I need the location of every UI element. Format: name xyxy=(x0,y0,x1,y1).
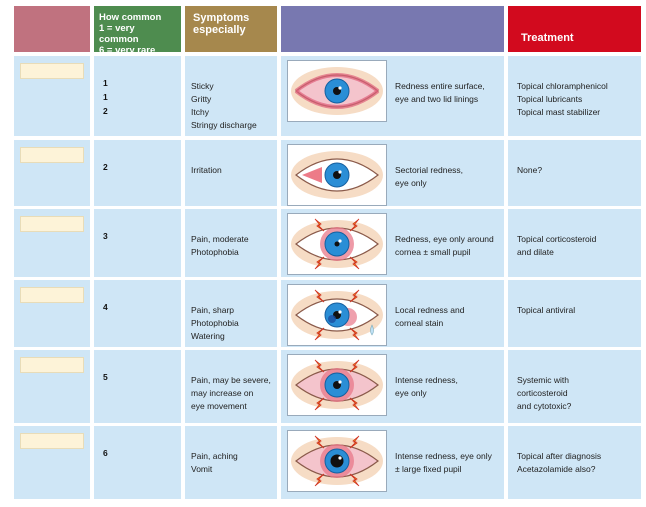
symptoms-cell: Sticky Gritty Itchy Stringy discharge xyxy=(185,56,277,136)
header-how-common: How common 1 = very common 6 = very rare xyxy=(94,6,181,56)
symptoms-text: Pain, may be severe, may increase on eye… xyxy=(191,375,271,411)
header-symptoms: Symptoms especially xyxy=(185,6,277,52)
eye-sectorial-redness-icon xyxy=(287,144,387,206)
sign-description: Intense redness, eye only xyxy=(395,375,458,398)
symptoms-text: Irritation xyxy=(191,165,222,175)
condition-label-blank xyxy=(20,433,84,449)
frequency-value: 1 1 2 xyxy=(103,78,108,116)
condition-label-blank xyxy=(20,357,84,373)
header-blank-cell xyxy=(14,6,90,52)
eye-intense-redness-icon xyxy=(287,354,387,416)
frequency-cell: 5 xyxy=(94,350,181,423)
sign-description: Redness entire surface, eye and two lid … xyxy=(395,81,485,104)
symptoms-cell: Pain, moderate Photophobia xyxy=(185,209,277,277)
symptoms-text: Pain, aching Vomit xyxy=(191,451,238,474)
illustration-cell: Local redness and corneal stain xyxy=(281,280,504,347)
symptoms-text: Pain, sharp Photophobia Watering xyxy=(191,305,239,341)
header-illustration-blank xyxy=(281,6,504,52)
row-label-cell xyxy=(14,209,90,277)
symptoms-text: Sticky Gritty Itchy Stringy discharge xyxy=(191,81,257,130)
symptoms-cell: Irritation xyxy=(185,140,277,206)
sign-description: Sectorial redness, eye only xyxy=(395,165,464,188)
condition-label-blank xyxy=(20,287,84,303)
sign-description: Intense redness, eye only ± large fixed … xyxy=(395,451,492,474)
treatment-text: Topical antiviral xyxy=(517,305,576,315)
frequency-cell: 6 xyxy=(94,426,181,499)
illustration-cell: Redness entire surface, eye and two lid … xyxy=(281,56,504,136)
illustration-cell: Sectorial redness, eye only xyxy=(281,140,504,206)
illustration-cell: Redness, eye only around cornea ± small … xyxy=(281,209,504,277)
treatment-text: Topical corticosteroid and dilate xyxy=(517,234,597,257)
eye-fixed-pupil-icon xyxy=(287,430,387,492)
treatment-text: None? xyxy=(517,165,543,175)
treatment-cell: None? xyxy=(508,140,641,206)
treatment-cell: Topical chloramphenicol Topical lubrican… xyxy=(508,56,641,136)
symptoms-text: Pain, moderate Photophobia xyxy=(191,234,249,257)
sign-description: Redness, eye only around cornea ± small … xyxy=(395,234,494,257)
row-label-cell xyxy=(14,350,90,423)
condition-label-blank xyxy=(20,216,84,232)
frequency-cell: 3 xyxy=(94,209,181,277)
treatment-text: Systemic with corticosteroid and cytotox… xyxy=(517,375,572,411)
row-label-cell xyxy=(14,140,90,206)
sign-description: Local redness and corneal stain xyxy=(395,305,465,328)
treatment-text: Topical chloramphenicol Topical lubrican… xyxy=(517,81,608,117)
frequency-value: 5 xyxy=(103,372,108,382)
frequency-value: 3 xyxy=(103,231,108,241)
symptoms-cell: Pain, may be severe, may increase on eye… xyxy=(185,350,277,423)
treatment-cell: Topical after diagnosis Acetazolamide al… xyxy=(508,426,641,499)
eye-diffuse-redness-icon xyxy=(287,60,387,122)
frequency-value: 4 xyxy=(103,302,108,312)
row-label-cell xyxy=(14,56,90,136)
illustration-cell: Intense redness, eye only ± large fixed … xyxy=(281,426,504,499)
frequency-cell: 2 xyxy=(94,140,181,206)
frequency-cell: 1 1 2 xyxy=(94,56,181,136)
symptoms-cell: Pain, sharp Photophobia Watering xyxy=(185,280,277,347)
illustration-cell: Intense redness, eye only xyxy=(281,350,504,423)
treatment-text: Topical after diagnosis Acetazolamide al… xyxy=(517,451,602,474)
row-label-cell xyxy=(14,426,90,499)
row-label-cell xyxy=(14,280,90,347)
symptoms-cell: Pain, aching Vomit xyxy=(185,426,277,499)
treatment-cell: Systemic with corticosteroid and cytotox… xyxy=(508,350,641,423)
treatment-cell: Topical antiviral xyxy=(508,280,641,347)
condition-label-blank xyxy=(20,147,84,163)
frequency-value: 2 xyxy=(103,162,108,172)
frequency-cell: 4 xyxy=(94,280,181,347)
treatment-cell: Topical corticosteroid and dilate xyxy=(508,209,641,277)
condition-label-blank xyxy=(20,63,84,79)
header-treatment: Treatment xyxy=(508,6,641,52)
frequency-value: 6 xyxy=(103,448,108,458)
eye-corneal-stain-icon xyxy=(287,284,387,346)
eye-ciliary-flush-small-pupil-icon xyxy=(287,213,387,275)
